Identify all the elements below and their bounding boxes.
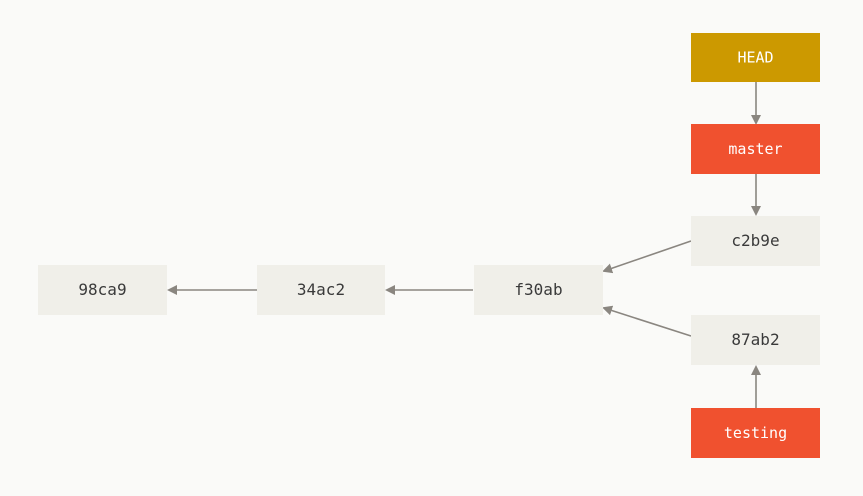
arrow-c2b9e-to-f30ab <box>602 240 692 274</box>
commit-box <box>38 265 167 315</box>
commit-c2b9e: c2b9e <box>691 216 820 266</box>
commit-box <box>691 216 820 266</box>
branch-testing-label: testing <box>724 424 787 442</box>
commit-box <box>691 315 820 365</box>
branch-master-label: master <box>728 140 782 158</box>
commit-f30ab: f30ab <box>474 265 603 315</box>
head-pointer: HEAD <box>691 33 820 82</box>
commit-label: 87ab2 <box>731 330 779 349</box>
branch-master-box <box>691 124 820 174</box>
branch-master: master <box>691 124 820 174</box>
commit-label: 34ac2 <box>297 280 345 299</box>
branch-testing: testing <box>691 408 820 458</box>
branch-testing-box <box>691 408 820 458</box>
head-box <box>691 33 820 82</box>
arrows <box>167 82 761 408</box>
commit-87ab2: 87ab2 <box>691 315 820 365</box>
commit-34ac2: 34ac2 <box>257 265 385 315</box>
commit-98ca9: 98ca9 <box>38 265 167 315</box>
commit-label: c2b9e <box>731 231 779 250</box>
head-label: HEAD <box>737 49 773 67</box>
commit-label: f30ab <box>514 280 562 299</box>
commit-box <box>474 265 603 315</box>
commit-box <box>257 265 385 315</box>
arrow-87ab2-to-f30ab <box>602 305 692 337</box>
commit-label: 98ca9 <box>78 280 126 299</box>
